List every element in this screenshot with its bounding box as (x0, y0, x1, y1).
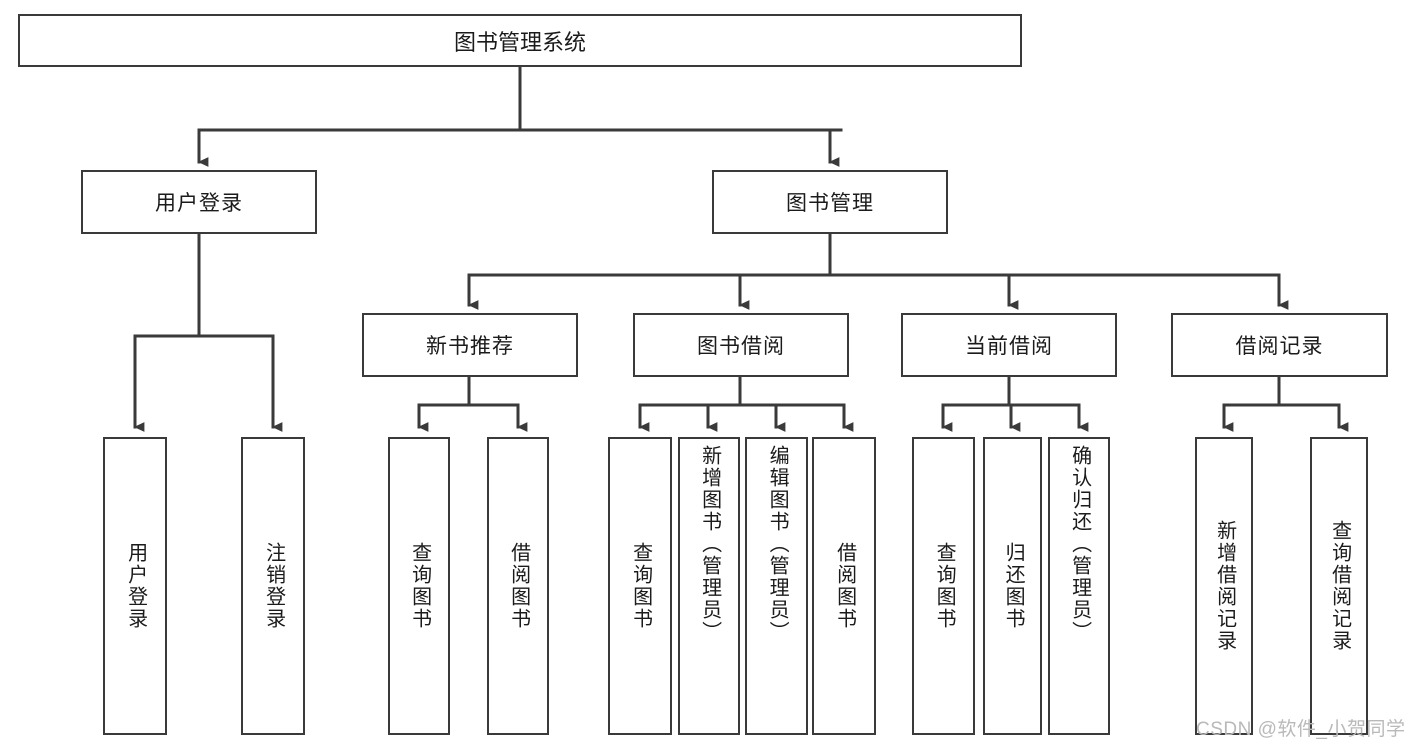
leaf-record-query-borrow-record[interactable]: 查询借阅记录 (1310, 437, 1368, 735)
leaf-current-return-book[interactable]: 归还图书 (983, 437, 1042, 735)
leaf-borrow-edit-book-admin[interactable]: 编辑图书（管理员） (745, 437, 808, 735)
node-label: 查询图书 (629, 542, 652, 630)
leaf-recommend-query-book[interactable]: 查询图书 (388, 437, 450, 735)
node-label: 查询借阅记录 (1328, 520, 1351, 652)
node-label: 图书管理 (786, 192, 874, 215)
leaf-borrow-add-book-admin[interactable]: 新增图书（管理员） (678, 437, 740, 735)
node-label: 编辑图书（管理员） (766, 445, 789, 643)
node-label: 新书推荐 (426, 335, 514, 358)
leaf-user-logout[interactable]: 注销登录 (241, 437, 305, 735)
node-label: 查询图书 (408, 542, 431, 630)
watermark: CSDN @软件_小贺同学 (1196, 719, 1405, 740)
leaf-borrow-borrow-book[interactable]: 借阅图书 (812, 437, 876, 735)
leaf-current-query-book[interactable]: 查询图书 (912, 437, 975, 735)
node-new-book-recommend[interactable]: 新书推荐 (362, 313, 578, 377)
leaf-recommend-borrow-book[interactable]: 借阅图书 (487, 437, 549, 735)
node-label: 归还图书 (1002, 542, 1025, 630)
node-label: 注销登录 (262, 542, 285, 630)
node-current-borrow[interactable]: 当前借阅 (901, 313, 1117, 377)
node-root-system[interactable]: 图书管理系统 (18, 14, 1022, 67)
node-label: 用户登录 (124, 542, 147, 630)
leaf-borrow-query-book[interactable]: 查询图书 (608, 437, 672, 735)
node-label: 借阅图书 (833, 542, 856, 630)
node-label: 图书管理系统 (453, 29, 586, 55)
node-label: 用户登录 (155, 192, 243, 215)
node-borrow-record[interactable]: 借阅记录 (1171, 313, 1388, 377)
node-book-borrow[interactable]: 图书借阅 (633, 313, 849, 377)
leaf-record-add-borrow-record[interactable]: 新增借阅记录 (1195, 437, 1253, 735)
node-label: 确认归还（管理员） (1068, 445, 1091, 643)
node-label: 新增图书（管理员） (698, 445, 721, 643)
node-user-login[interactable]: 用户登录 (81, 170, 317, 234)
node-label: 查询图书 (933, 542, 956, 630)
node-label: 图书借阅 (697, 335, 785, 358)
node-label: 新增借阅记录 (1213, 520, 1236, 652)
node-label: 借阅记录 (1235, 335, 1324, 358)
node-book-management[interactable]: 图书管理 (712, 170, 948, 234)
node-label: 借阅图书 (507, 542, 530, 630)
node-label: 当前借阅 (965, 335, 1053, 358)
leaf-current-confirm-return-admin[interactable]: 确认归还（管理员） (1048, 437, 1110, 735)
leaf-user-login[interactable]: 用户登录 (103, 437, 167, 735)
